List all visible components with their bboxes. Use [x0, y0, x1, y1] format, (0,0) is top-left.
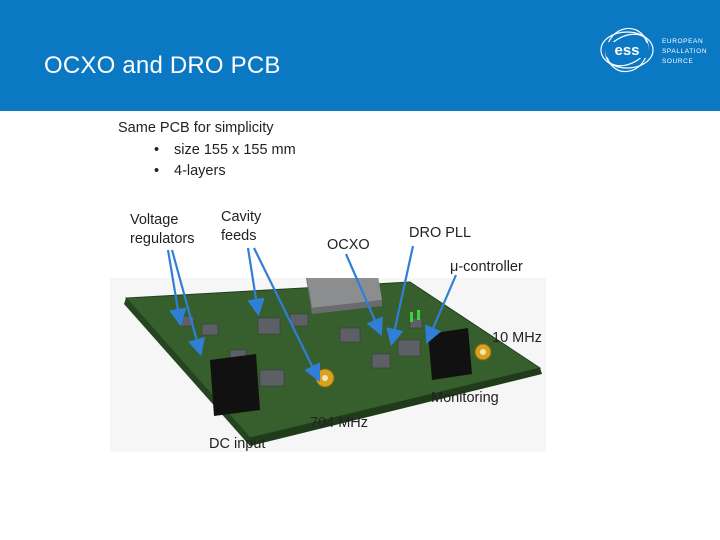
- logo-mark-text: ess: [614, 42, 639, 59]
- label-line: regulators: [130, 231, 195, 247]
- bullet-text: size 155 x 155 mm: [174, 141, 296, 158]
- label-10mhz: 10 MHz: [492, 330, 542, 346]
- intro-heading: Same PCB for simplicity: [118, 120, 274, 136]
- ess-logo-mark-icon: ess: [600, 27, 654, 73]
- slide-title: OCXO and DRO PCB: [44, 52, 281, 79]
- logo-line-2: SPALLATION: [662, 48, 708, 55]
- label-cavity-feeds: Cavity feeds: [221, 208, 261, 246]
- label-line: Cavity: [221, 209, 262, 225]
- bullet-dot-icon: •: [154, 163, 160, 179]
- logo-line-3: SOURCE: [662, 58, 694, 65]
- ess-logo: ess EUROPEAN SPALLATION SOURCE: [596, 24, 716, 74]
- bullet-item: • 4-layers: [118, 161, 296, 183]
- label-dc-input: DC input: [209, 436, 266, 452]
- label-mu-controller: μ-controller: [450, 259, 523, 275]
- label-ocxo: OCXO: [327, 237, 370, 253]
- title-bar: OCXO and DRO PCB ess EUROPEAN SPALLATION…: [0, 0, 720, 111]
- logo-line-1: EUROPEAN: [662, 38, 704, 45]
- label-line: Voltage: [130, 212, 179, 228]
- bullet-dot-icon: •: [154, 141, 160, 158]
- label-line: feeds: [221, 228, 257, 244]
- label-dro-pll: DRO PLL: [409, 225, 472, 241]
- label-monitoring: Monitoring: [431, 390, 499, 406]
- label-704mhz: 704 MHz: [310, 415, 369, 431]
- label-voltage-regulators: Voltage regulators: [130, 211, 194, 249]
- bullet-text: 4-layers: [174, 163, 226, 179]
- bullet-item: • size 155 x 155 mm: [118, 140, 296, 162]
- intro-text: Same PCB for simplicity • size 155 x 155 …: [118, 118, 296, 183]
